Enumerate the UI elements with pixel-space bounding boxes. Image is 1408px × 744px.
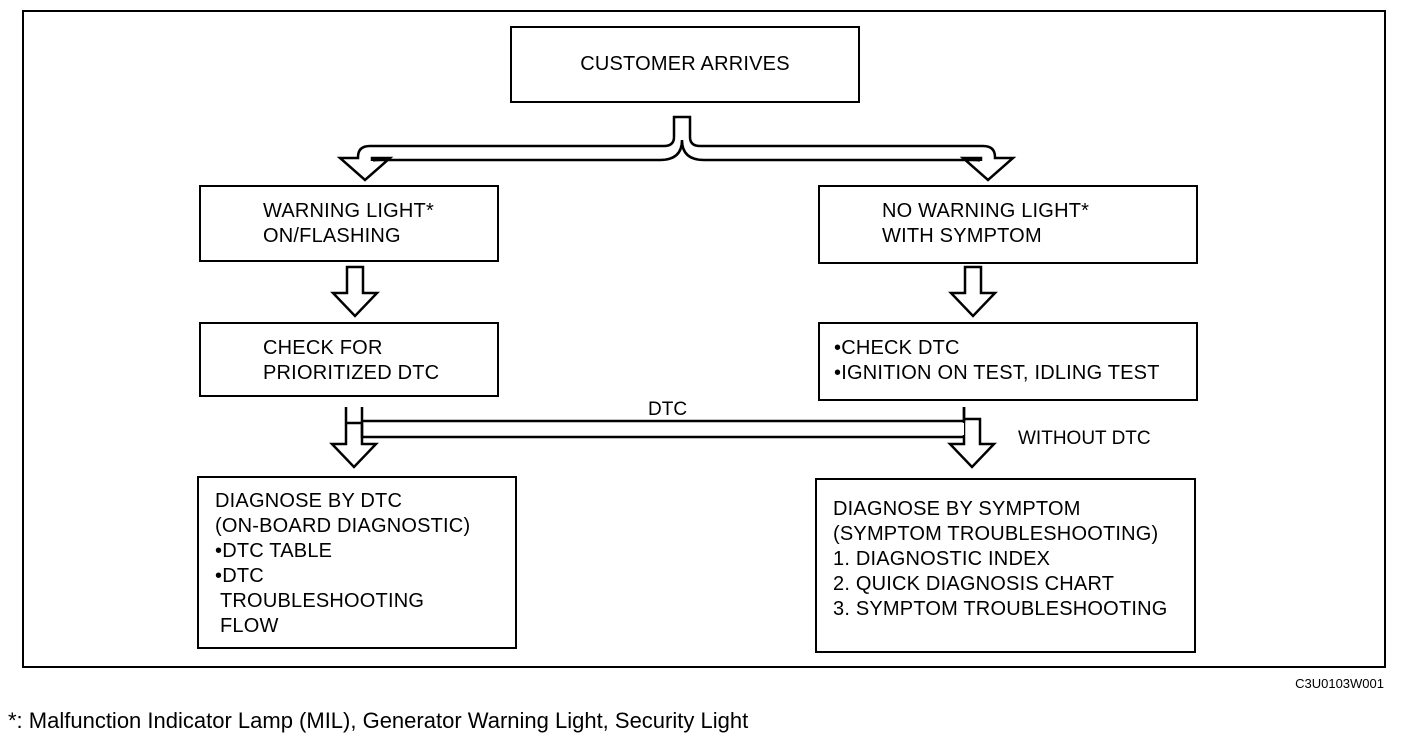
diagnose-symptom-line-2: (SYMPTOM TROUBLESHOOTING) <box>833 523 1159 545</box>
customer-arrives-box: CUSTOMER ARRIVES <box>510 26 860 103</box>
figure-code: C3U0103W001 <box>1295 676 1384 691</box>
without-dtc-path-label: WITHOUT DTC <box>1018 428 1151 449</box>
check-dtc-box: •CHECK DTC •IGNITION ON TEST, IDLING TES… <box>818 322 1198 401</box>
check-dtc-line-2: •IGNITION ON TEST, IDLING TEST <box>834 362 1160 384</box>
diagnose-dtc-line-5: TROUBLESHOOTING <box>220 590 425 612</box>
dtc-path-label: DTC <box>648 399 688 420</box>
diagnose-by-symptom-box: DIAGNOSE BY SYMPTOM (SYMPTOM TROUBLESHOO… <box>815 478 1196 653</box>
diagnose-dtc-line-3: •DTC TABLE <box>215 540 333 562</box>
diagnose-dtc-line-6: FLOW <box>220 615 279 637</box>
warning-light-line-1: WARNING LIGHT* <box>263 200 434 222</box>
diagnose-dtc-line-4: •DTC <box>215 565 264 587</box>
check-prioritized-line-2: PRIORITIZED DTC <box>263 362 440 384</box>
diagnose-dtc-line-2: (ON-BOARD DIAGNOSTIC) <box>215 515 471 537</box>
warning-light-box: WARNING LIGHT* ON/FLASHING <box>199 185 499 262</box>
down-arrow-right <box>948 265 998 318</box>
check-prioritized-dtc-box: CHECK FOR PRIORITIZED DTC <box>199 322 499 397</box>
warning-light-line-2: ON/FLASHING <box>263 225 401 247</box>
diagnose-symptom-line-4: 2. QUICK DIAGNOSIS CHART <box>833 573 1115 595</box>
diagnose-dtc-line-1: DIAGNOSE BY DTC <box>215 490 403 512</box>
diagram-frame <box>22 10 1386 668</box>
no-warning-light-line-2: WITH SYMPTOM <box>882 225 1042 247</box>
down-arrow-left <box>330 265 380 318</box>
customer-arrives-text: CUSTOMER ARRIVES <box>580 53 790 75</box>
down-arrow-right-lower <box>947 407 997 469</box>
check-dtc-line-1: •CHECK DTC <box>834 337 960 359</box>
split-arrow-outline <box>336 115 1017 182</box>
diagnose-symptom-line-1: DIAGNOSE BY SYMPTOM <box>833 498 1081 520</box>
footnote: *: Malfunction Indicator Lamp (MIL), Gen… <box>8 708 749 733</box>
check-prioritized-line-1: CHECK FOR <box>263 337 383 359</box>
dtc-crossover-bottom <box>360 423 964 439</box>
dtc-crossover-top <box>360 407 966 423</box>
down-arrow-left-lower <box>329 407 379 469</box>
diagnose-symptom-line-5: 3. SYMPTOM TROUBLESHOOTING <box>833 598 1168 620</box>
diagnose-by-dtc-box: DIAGNOSE BY DTC (ON-BOARD DIAGNOSTIC) •D… <box>197 476 517 649</box>
no-warning-light-box: NO WARNING LIGHT* WITH SYMPTOM <box>818 185 1198 264</box>
diagnose-symptom-line-3: 1. DIAGNOSTIC INDEX <box>833 548 1051 570</box>
no-warning-light-line-1: NO WARNING LIGHT* <box>882 200 1090 222</box>
